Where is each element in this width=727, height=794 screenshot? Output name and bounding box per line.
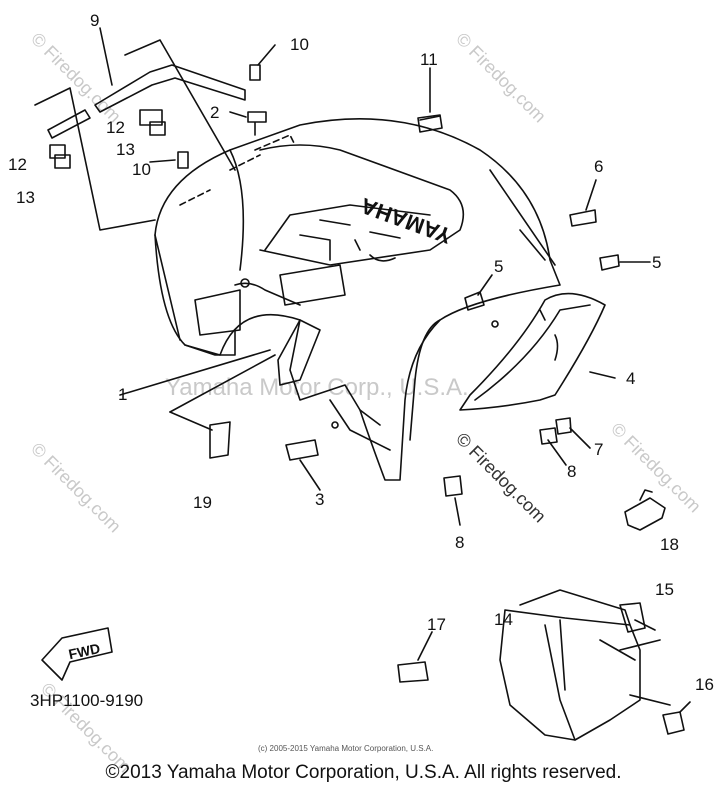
label-part-13a: 13 [116, 140, 135, 159]
watermark-mid: © Firedog.com [452, 429, 550, 527]
label-part-16: 16 [695, 675, 714, 694]
drawing-code: 3HP1100-9190 [30, 691, 143, 710]
label-part-6: 6 [594, 157, 603, 176]
nut-16 [662, 701, 691, 735]
label-part-8b: 8 [455, 533, 464, 552]
watermark-left: © Firedog.com [27, 439, 125, 537]
label-part-11: 11 [420, 50, 438, 69]
stay-bracket [34, 39, 246, 231]
bolts [49, 64, 620, 497]
watermark-top-right: © Firedog.com [452, 29, 550, 127]
leader-lines [99, 27, 651, 526]
label-part-7: 7 [594, 440, 603, 459]
dashed-panels [179, 134, 296, 206]
label-part-1: 1 [118, 385, 127, 404]
label-part-18: 18 [660, 535, 679, 554]
footer-copyright: ©2013 Yamaha Motor Corporation, U.S.A. A… [105, 762, 622, 783]
label-part-12b: 12 [8, 155, 27, 174]
label-part-10a: 10 [290, 35, 309, 54]
label-part-2: 2 [210, 103, 219, 122]
clip-18 [624, 489, 666, 531]
label-part-13b: 13 [16, 188, 35, 207]
label-part-14: 14 [494, 610, 513, 629]
rear-fender: YAMAHA [154, 118, 561, 481]
reflector-19 [169, 354, 276, 459]
label-part-12a: 12 [106, 118, 125, 137]
fender-brand-text: YAMAHA [357, 193, 454, 249]
forward-arrow-badge: FWD [41, 627, 113, 681]
tool-box-14 [499, 589, 671, 741]
label-part-9: 9 [90, 11, 99, 30]
mud-flap [459, 292, 606, 411]
label-part-5a: 5 [494, 257, 503, 276]
label-part-3: 3 [315, 490, 324, 509]
label-part-10b: 10 [132, 160, 151, 179]
label-part-4: 4 [626, 369, 635, 388]
fitting-15 [619, 602, 656, 633]
label-part-15: 15 [655, 580, 674, 599]
pad-17 [397, 631, 433, 683]
small-copyright: (c) 2005-2015 Yamaha Motor Corporation, … [258, 744, 434, 753]
watermark-center: Yamaha Motor Corp., U.S.A. [165, 374, 469, 401]
part-labels: 1 2 3 4 5 5 6 7 8 8 9 10 10 11 12 12 13 … [8, 11, 714, 710]
bolt-11 [419, 115, 441, 121]
label-part-8a: 8 [567, 462, 576, 481]
fwd-text: FWD [67, 640, 102, 662]
label-part-17: 17 [427, 615, 446, 634]
label-part-19: 19 [193, 493, 212, 512]
label-part-5b: 5 [652, 253, 661, 272]
